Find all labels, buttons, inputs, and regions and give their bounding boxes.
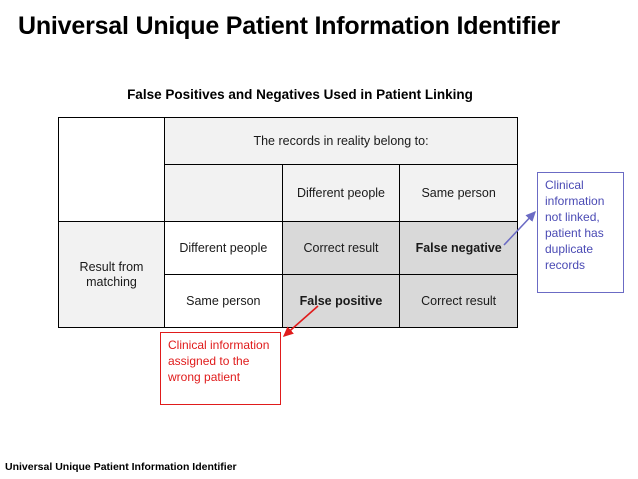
table-row-different-people: Result from matching Different people Co… <box>58 221 518 328</box>
callout-false-positive: Clinical information assigned to the wro… <box>160 332 281 405</box>
column-header-different-people: Different people <box>281 164 401 222</box>
confusion-matrix-table: The records in reality belong to: Differ… <box>58 117 518 328</box>
cell-correct-result-bottom: Correct result <box>399 274 518 328</box>
column-header-same-person: Same person <box>399 164 518 222</box>
row-header-different-people: Different people <box>164 221 283 275</box>
table-row-group-header: The records in reality belong to: <box>58 117 518 222</box>
table-row-same-person: Same person False positive Correct resul… <box>59 274 518 328</box>
slide-footer: Universal Unique Patient Information Ide… <box>5 461 237 473</box>
cell-correct-result-top: Correct result <box>281 221 401 275</box>
diagram-subtitle: False Positives and Negatives Used in Pa… <box>127 87 473 102</box>
cell-false-negative: False negative <box>399 221 518 275</box>
cell-false-positive: False positive <box>281 274 401 328</box>
page-title: Universal Unique Patient Information Ide… <box>18 12 561 40</box>
callout-false-negative: Clinical information not linked, patient… <box>537 172 624 293</box>
row-header-same-person: Same person <box>164 274 283 328</box>
matrix-corner-blank <box>58 117 165 222</box>
row-group-label: Result from matching <box>58 221 165 328</box>
column-group-header: The records in reality belong to: <box>164 117 518 165</box>
column-header-spacer <box>164 164 283 222</box>
